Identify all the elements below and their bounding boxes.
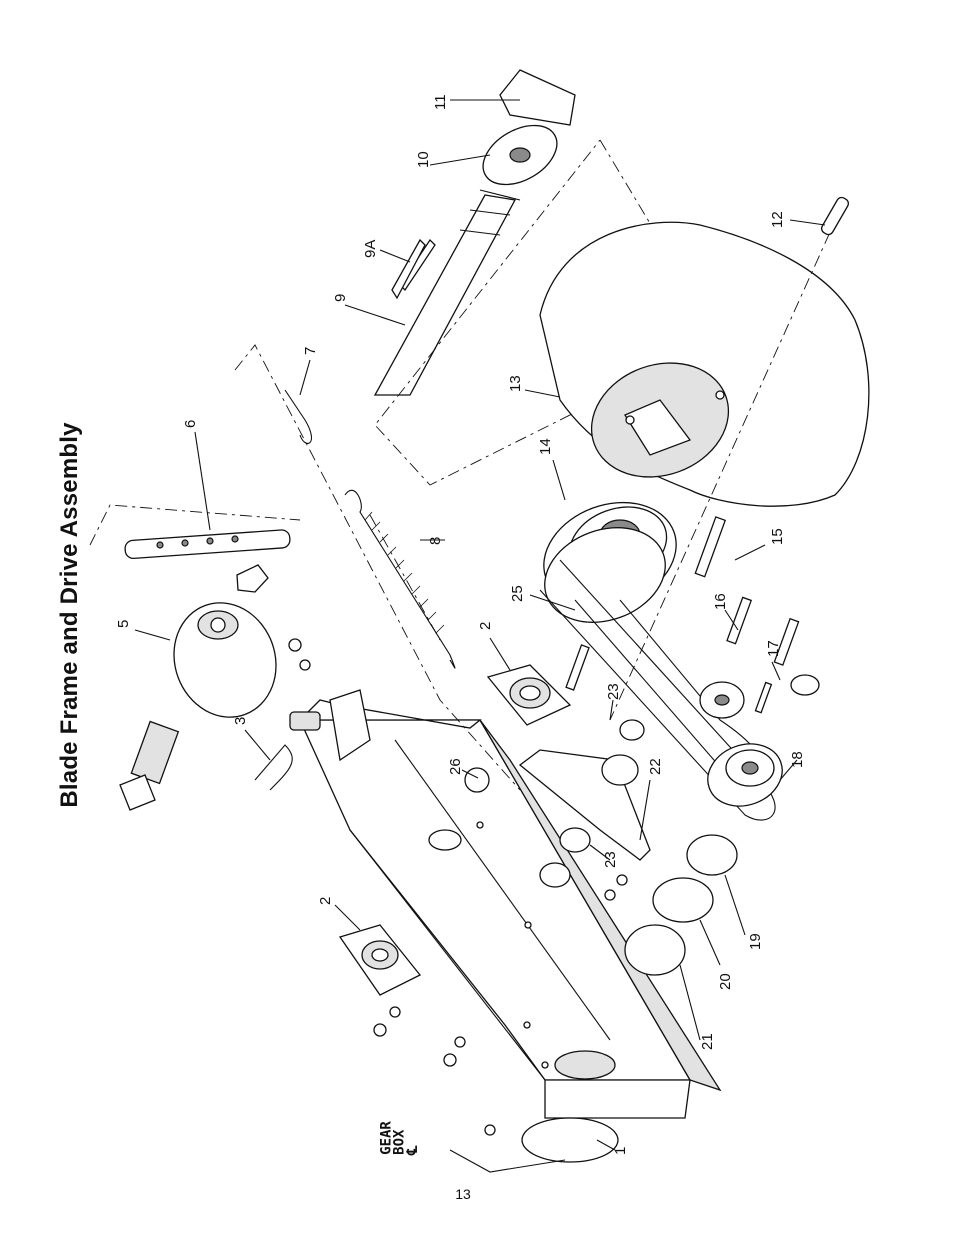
- blade: [539, 196, 870, 721]
- callout-3: 3: [232, 717, 249, 725]
- bolts: [694, 516, 820, 714]
- callout-12: 12: [769, 211, 786, 228]
- page-number: 13: [455, 1186, 471, 1202]
- callout-7: 7: [302, 347, 319, 355]
- tension-spring: [234, 344, 521, 791]
- callout-5: 5: [115, 620, 132, 628]
- bearing-flange-upper: [486, 664, 572, 726]
- callout-17: 17: [765, 640, 782, 657]
- callout-6: 6: [182, 420, 199, 428]
- wheel-assembly: [89, 504, 301, 811]
- gearbox-housing: [521, 1050, 619, 1163]
- spindle-shaft: [373, 69, 721, 486]
- callout-13: 13: [507, 375, 524, 392]
- idler-pulley: [699, 681, 783, 807]
- fasteners: [254, 638, 628, 1136]
- callout-1: 1: [612, 1147, 629, 1155]
- leader-lines: [134, 99, 826, 1151]
- callout-2-upper: 2: [477, 622, 494, 630]
- callout-18: 18: [789, 751, 806, 768]
- callout-9a: 9A: [362, 240, 379, 258]
- idler-plate: [464, 719, 738, 976]
- callout-2-lower: 2: [317, 897, 334, 905]
- callout-25: 25: [509, 585, 526, 602]
- callout-22: 22: [647, 758, 664, 775]
- callout-15: 15: [769, 528, 786, 545]
- callout-23-lower: 23: [602, 851, 619, 868]
- bearing-flange-lower: [338, 924, 422, 996]
- callout-26: 26: [447, 758, 464, 775]
- callout-9: 9: [332, 294, 349, 302]
- callout-23-upper: 23: [605, 683, 622, 700]
- callout-8: 8: [427, 537, 444, 545]
- callout-14: 14: [537, 438, 554, 455]
- callout-10: 10: [415, 151, 432, 168]
- blade-frame: [298, 689, 722, 1119]
- callout-20: 20: [717, 973, 734, 990]
- callout-11: 11: [432, 94, 449, 110]
- callout-21: 21: [699, 1033, 716, 1050]
- callout-16: 16: [712, 593, 729, 610]
- callout-labels: 1 2 2 3 5 6 7 8 9 9A 10 11 12 13 14 15 1…: [115, 94, 806, 1155]
- gearbox-centerline-label: GEAR BOX ℄: [378, 1121, 421, 1155]
- drive-pulley: [543, 501, 677, 623]
- callout-19: 19: [747, 933, 764, 950]
